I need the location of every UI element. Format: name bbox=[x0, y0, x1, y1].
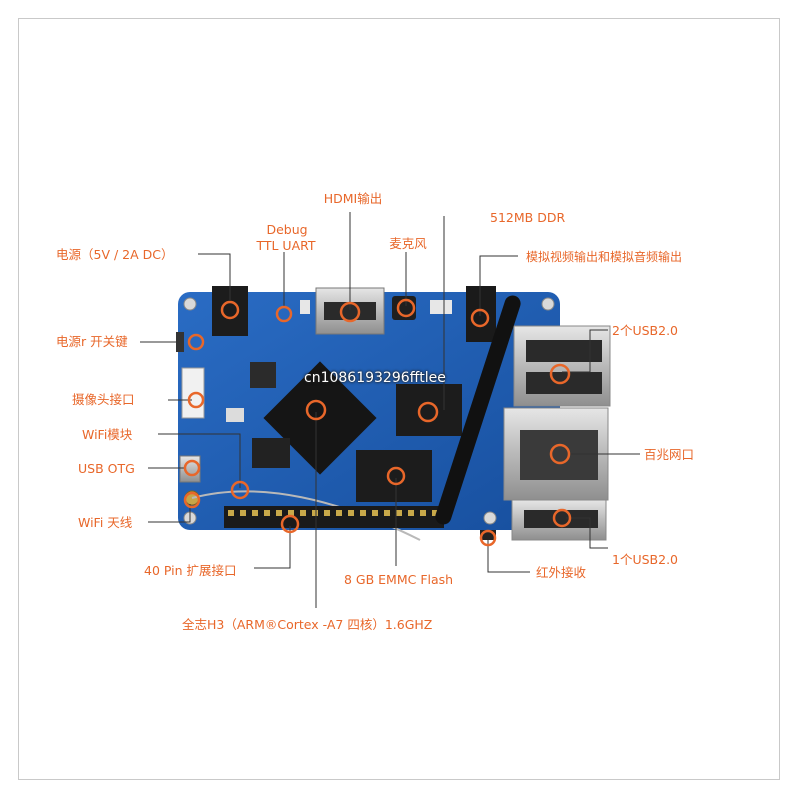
marker-switch bbox=[187, 333, 205, 351]
mount-hole bbox=[183, 297, 197, 311]
label-cpu: 全志H3（ARM®Cortex -A7 四核）1.6GHZ bbox=[182, 617, 433, 632]
marker-cpu bbox=[305, 399, 327, 421]
ir-receiver bbox=[480, 530, 496, 540]
marker-antenna bbox=[183, 491, 201, 509]
gpio-header bbox=[224, 506, 444, 528]
av-jack bbox=[466, 286, 496, 342]
wifi-antenna bbox=[435, 295, 521, 525]
label-av: 模拟视频输出和模拟音频输出 bbox=[526, 250, 683, 264]
marker-camera bbox=[187, 391, 205, 409]
leader-ir bbox=[487, 540, 530, 573]
leader-av bbox=[479, 255, 518, 316]
label-mic: 麦克风 bbox=[389, 236, 427, 251]
label-power: 电源（5V / 2A DC） bbox=[56, 247, 174, 262]
leader-usb-top bbox=[562, 329, 608, 373]
watermark: cn1086193296fftlee bbox=[304, 370, 446, 386]
label-gpio: 40 Pin 扩展接口 bbox=[144, 563, 237, 578]
label-camera: 摄像头接口 bbox=[72, 392, 135, 407]
marker-av bbox=[470, 308, 490, 328]
marker-usb-bottom bbox=[552, 508, 572, 528]
leader-wifi-module bbox=[158, 433, 241, 488]
marker-ddr bbox=[417, 401, 439, 423]
marker-ir bbox=[479, 529, 497, 547]
label-ttl: TTL UART bbox=[256, 238, 316, 253]
marker-wifi-module bbox=[230, 480, 250, 500]
marker-usb-top bbox=[549, 363, 571, 385]
marker-power bbox=[220, 300, 240, 320]
label-power-switch: 电源r 开关键 bbox=[56, 334, 128, 349]
label-wifi-antenna: WiFi 天线 bbox=[78, 515, 133, 530]
label-hdmi: HDMI输出 bbox=[323, 191, 383, 206]
marker-gpio bbox=[280, 514, 300, 534]
marker-emmc bbox=[386, 466, 406, 486]
label-usb2-bottom: 1个USB2.0 bbox=[612, 552, 678, 567]
marker-debug bbox=[275, 305, 293, 323]
leader-power bbox=[198, 253, 231, 300]
marker-usb-otg bbox=[183, 459, 201, 477]
label-ddr: 512MB DDR bbox=[490, 210, 566, 225]
leader-antenna bbox=[148, 504, 191, 523]
leader-usb-bottom bbox=[566, 517, 608, 549]
mount-hole bbox=[541, 297, 555, 311]
label-ethernet: 百兆网口 bbox=[644, 447, 695, 462]
label-emmc: 8 GB EMMC Flash bbox=[344, 572, 454, 587]
wifi-chip bbox=[252, 438, 290, 468]
usb-otg-port bbox=[179, 455, 201, 483]
marker-hdmi bbox=[339, 301, 361, 323]
label-usb-otg: USB OTG bbox=[78, 461, 135, 476]
emmc-chip bbox=[356, 450, 432, 502]
image-frame bbox=[18, 18, 780, 780]
label-usb2-top: 2个USB2.0 bbox=[612, 323, 678, 338]
label-ir: 红外接收 bbox=[536, 565, 587, 580]
marker-ethernet bbox=[549, 443, 571, 465]
label-wifi-module: WiFi模块 bbox=[82, 427, 133, 442]
power-switch bbox=[176, 332, 184, 352]
mount-hole bbox=[483, 511, 497, 525]
ddr-chip bbox=[396, 384, 462, 436]
marker-mic bbox=[396, 298, 416, 318]
leader-gpio bbox=[254, 526, 291, 569]
label-debug: Debug bbox=[266, 222, 308, 237]
